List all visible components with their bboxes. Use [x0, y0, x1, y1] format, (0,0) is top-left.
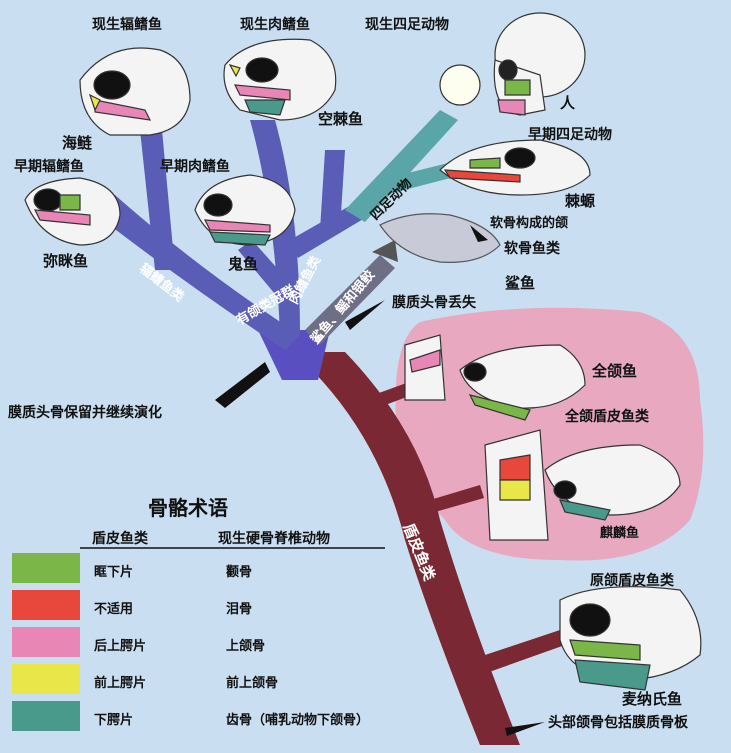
legend-term-placoderm: 下腭片: [94, 709, 133, 728]
legend-term-placoderm: 不适用: [94, 598, 133, 617]
legend-term-bony: 前上颌骨: [226, 672, 278, 691]
label-modern-rayfin: 现生辐鳍鱼: [92, 14, 162, 34]
label-dermal-lost: 膜质头骨丢失: [392, 292, 476, 312]
legend-title: 骨骼术语: [148, 492, 228, 521]
label-holo-placoderms: 全颌盾皮鱼类: [565, 406, 649, 426]
label-guiyu: 鬼鱼: [228, 253, 258, 274]
label-proto-placoderms: 原颌盾皮鱼类: [590, 570, 674, 590]
legend-term-bony: 上颌骨: [226, 635, 265, 654]
legend-swatch: [12, 664, 80, 694]
label-dermal-jaw: 头部颌骨包括膜质骨板: [548, 712, 688, 732]
legend-swatch: [12, 701, 80, 731]
label-sturgeon: 海鲢: [62, 132, 92, 153]
label-chondrichthyes: 软骨鱼类: [504, 238, 560, 258]
label-cartilage-jaw: 软骨构成的颌: [490, 212, 568, 231]
legend-term-placoderm: 眶下片: [94, 561, 133, 580]
skull-early-rayfin: [25, 178, 120, 245]
label-dermal-retained: 膜质头骨保留并继续演化: [8, 402, 162, 422]
label-shark: 鲨鱼: [505, 272, 535, 293]
label-coelacanth: 空棘鱼: [318, 108, 363, 129]
label-early-rayfin: 早期辐鳍鱼: [14, 156, 84, 176]
legend-term-bony: 齿骨（哺乳动物下颌骨）: [226, 709, 369, 728]
skull-early-tetrapod: [440, 140, 590, 195]
legend-term-placoderm: 前上腭片: [94, 672, 146, 691]
label-ichthyostega: 棘螈: [565, 190, 595, 211]
label-human: 人: [560, 92, 575, 113]
legend-col-a: 盾皮鱼类: [92, 528, 148, 548]
label-modern-tetrapod: 现生四足动物: [365, 14, 449, 34]
skull-rayfin-modern: [80, 48, 190, 135]
label-early-tetrapod: 早期四足动物: [528, 124, 612, 144]
arrow-dermal-retained: [215, 362, 270, 408]
label-mimipiscis: 弥眯鱼: [43, 250, 88, 271]
label-qilinyu: 麒麟鱼: [600, 522, 639, 541]
skull-mcnamara: [560, 587, 701, 690]
label-modern-lobefin: 现生肉鳍鱼: [240, 14, 310, 34]
legend-swatch: [12, 590, 80, 620]
label-mcnamara: 麦纳氏鱼: [622, 688, 682, 709]
shark-arrow: [372, 240, 398, 262]
label-entelognathus: 全颌鱼: [592, 360, 637, 381]
legend-swatch: [12, 627, 80, 657]
legend-term-bony: 颧骨: [226, 561, 252, 580]
legend-col-b: 现生硬骨脊椎动物: [218, 528, 330, 548]
legend-term-placoderm: 后上腭片: [94, 635, 146, 654]
label-early-lobefin: 早期肉鳍鱼: [160, 156, 230, 176]
legend-term-bony: 泪骨: [226, 598, 252, 617]
legend-swatch: [12, 553, 80, 583]
skull-early-lobefin: [195, 175, 295, 245]
